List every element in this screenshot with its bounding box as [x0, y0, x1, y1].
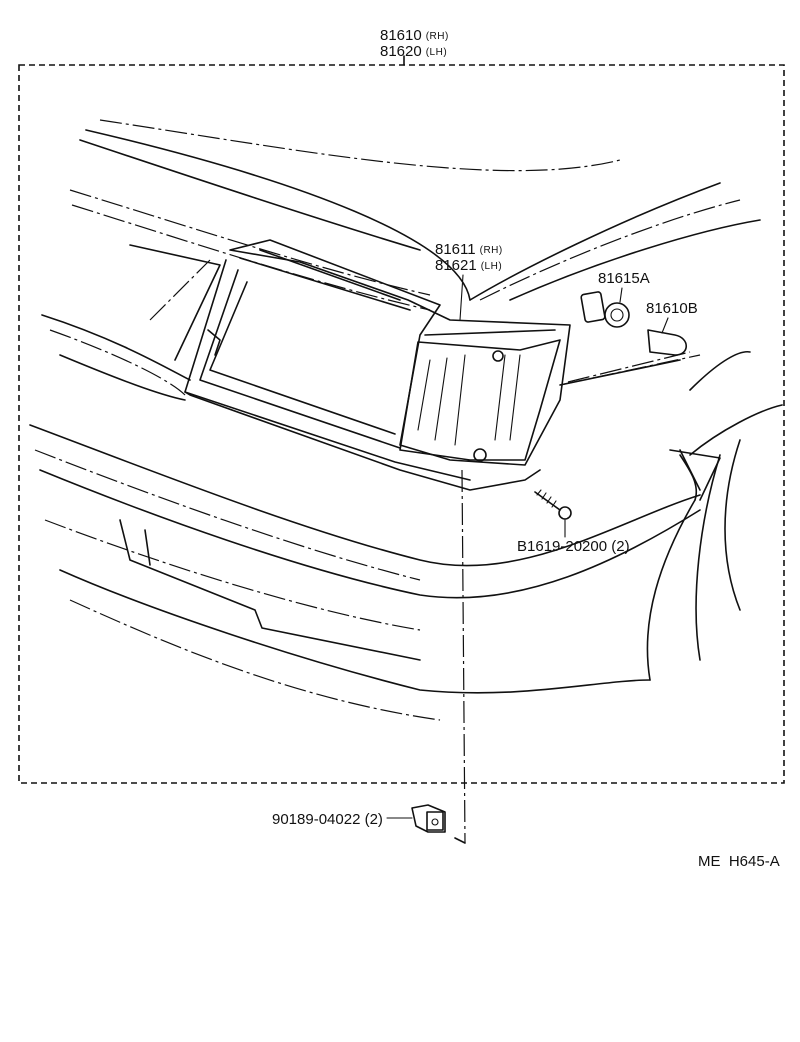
- label-socket: 81615A: [598, 270, 650, 287]
- label-nut: 90189-04022 (2): [272, 811, 383, 828]
- reference-lines: [454, 354, 701, 844]
- label-screw: B1619-20200 (2): [517, 538, 630, 555]
- corner-lamp-lens: [399, 329, 561, 462]
- leader-lines: [386, 274, 669, 819]
- label-lens: 81611(RH) 81621(LH): [435, 241, 503, 274]
- car-body-outline: [41, 119, 783, 681]
- bulb: [647, 329, 688, 356]
- assembly-boundary: [18, 55, 785, 784]
- svg-text:81621(LH): 81621(LH): [435, 257, 502, 274]
- screw: [534, 489, 572, 520]
- bulb-socket: [580, 291, 630, 328]
- clip-nut: [411, 804, 446, 833]
- label-assembly: 81610(RH) 81620(LH): [380, 27, 449, 60]
- svg-text:81611(RH): 81611(RH): [435, 241, 503, 258]
- headlamp-bezel: [184, 239, 571, 491]
- label-bulb: 81610B: [646, 300, 698, 317]
- front-bumper: [29, 424, 721, 721]
- svg-text:81620(LH): 81620(LH): [380, 43, 447, 60]
- diagram-code: ME H645-A: [698, 853, 780, 870]
- svg-text:81610(RH): 81610(RH): [380, 27, 449, 44]
